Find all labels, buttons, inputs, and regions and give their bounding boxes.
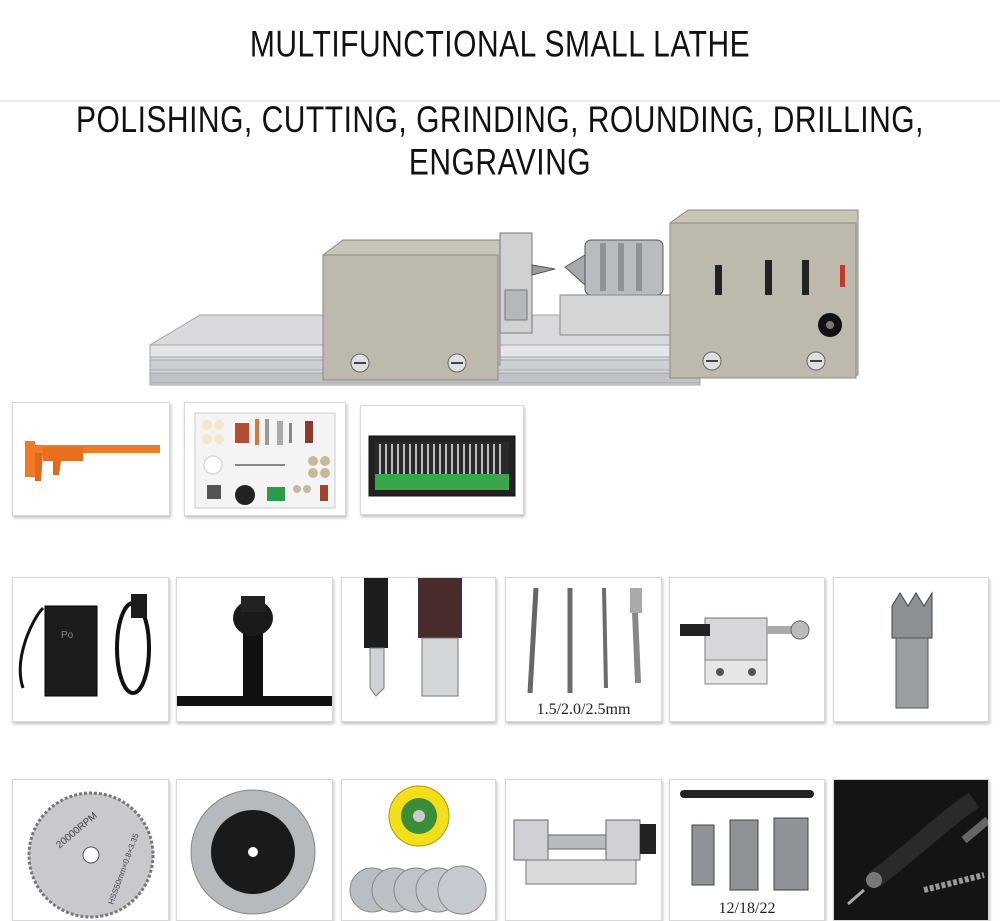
sanding-pad-tile xyxy=(341,779,496,921)
rounding-cutter-tile xyxy=(833,577,989,722)
drill-bit-set-tile xyxy=(360,405,524,515)
flex-shaft-tile xyxy=(833,779,989,921)
turning-tools-tile xyxy=(341,577,496,722)
lathe-main-image xyxy=(140,195,870,395)
caliper-tile xyxy=(12,402,170,516)
headstock-tile xyxy=(505,779,662,921)
saw-blade-tile: 20000RPM HSS50mm×0.8×3.35 xyxy=(12,779,169,921)
page-subtitle: POLISHING, CUTTING, GRINDING, ROUNDING, … xyxy=(76,99,924,184)
core-drills-tile: 12/18/22 xyxy=(669,779,825,921)
divider xyxy=(0,100,1000,102)
pins-size-caption: 1.5/2.0/2.5mm xyxy=(536,701,631,718)
core-drills-caption: 12/18/22 xyxy=(718,900,776,917)
power-adapter-tile: Po xyxy=(12,577,169,722)
adapter-brand-text: Po xyxy=(61,630,74,641)
diamond-disc-tile xyxy=(176,779,333,921)
tailstock-tile xyxy=(669,577,825,722)
chuck-key-tile xyxy=(176,577,333,722)
pins-tile: 1.5/2.0/2.5mm xyxy=(505,577,662,722)
accessory-kit-tile xyxy=(184,402,346,516)
page-title: MULTIFUNCTIONAL SMALL LATHE xyxy=(249,23,751,65)
